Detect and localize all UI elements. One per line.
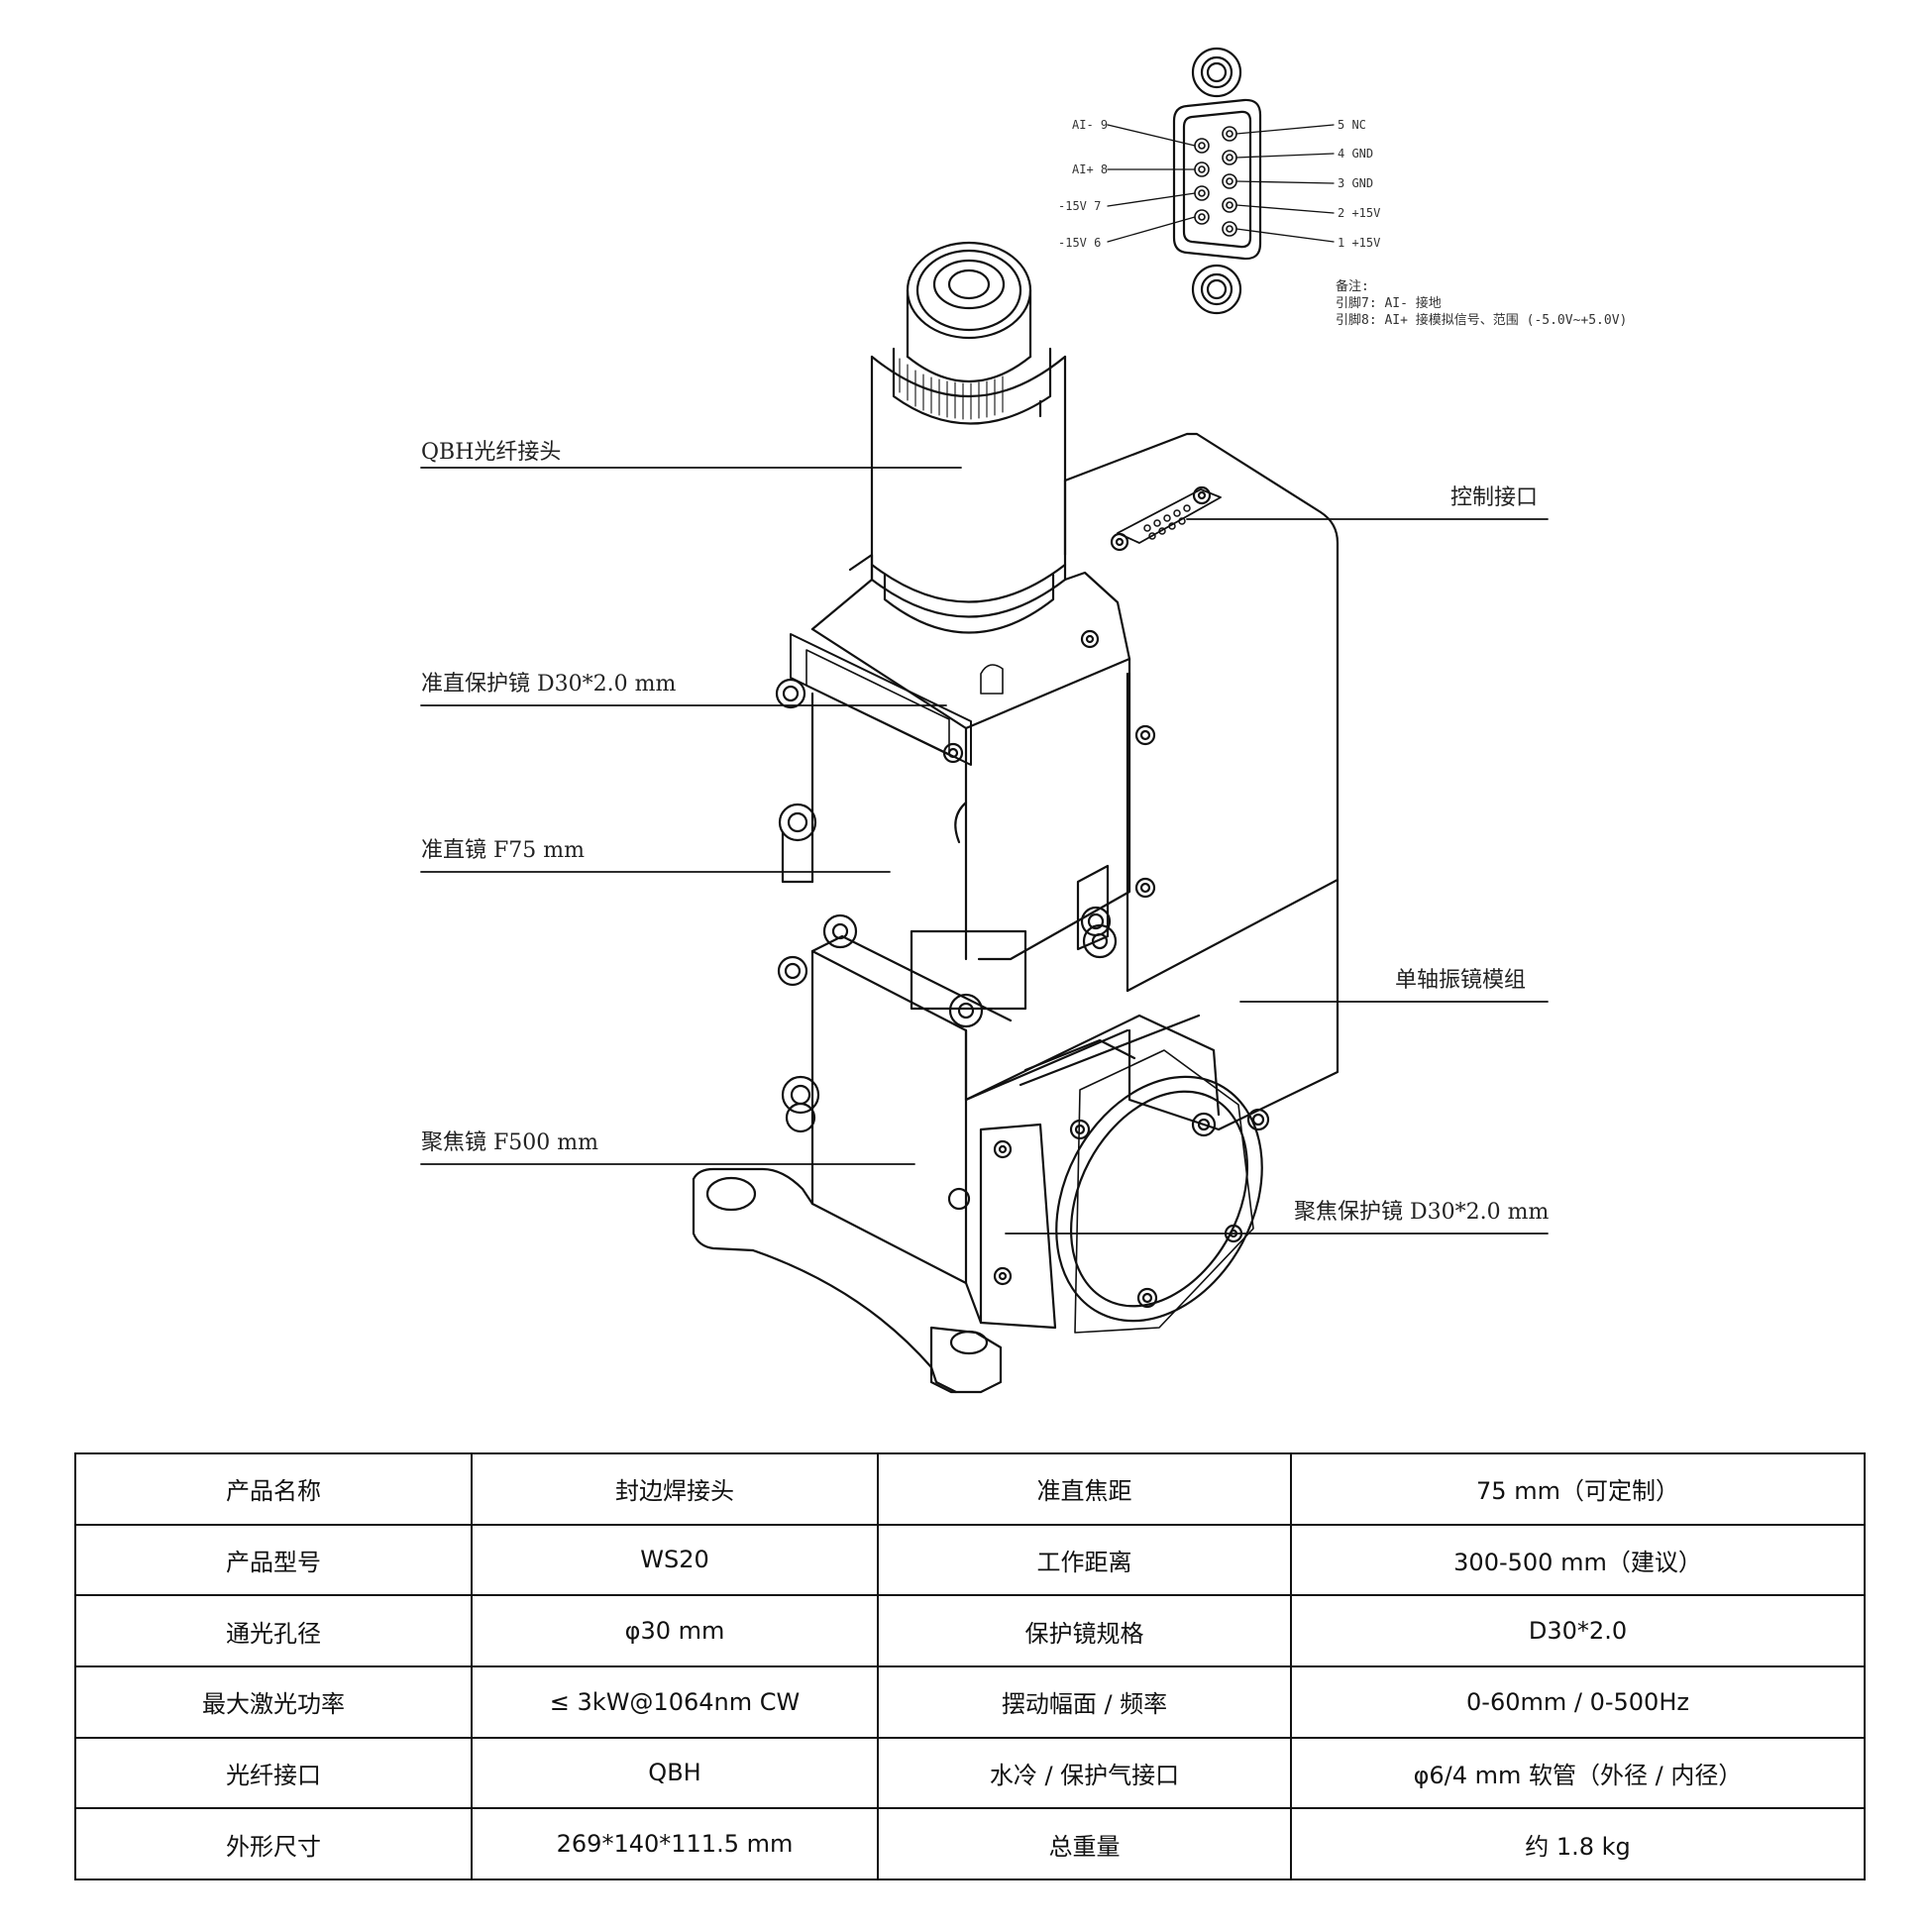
collimation-block: [775, 553, 1131, 1011]
spec-label-cell: 总重量: [877, 1807, 1292, 1880]
callout-focus-protective-lens: 聚焦保护镜 D30*2.0 mm: [1294, 1200, 1550, 1225]
spec-value-cell: 75 mm（可定制）: [1290, 1452, 1866, 1526]
spec-value-cell: φ30 mm: [471, 1594, 879, 1667]
spec-value-cell: φ6/4 mm 软管（外径 / 内径）: [1290, 1736, 1866, 1810]
spec-value-cell: 0-60mm / 0-500Hz: [1290, 1664, 1866, 1739]
spec-label-cell: 产品型号: [74, 1523, 473, 1597]
pin-label-2: 2 +15V: [1338, 206, 1381, 220]
spec-label-cell: 准直焦距: [877, 1452, 1292, 1526]
spec-value-cell: 269*140*111.5 mm: [471, 1807, 879, 1880]
pin-label-4: 4 GND: [1338, 147, 1374, 161]
spec-label-cell: 外形尺寸: [74, 1807, 473, 1880]
spec-value-cell: 300-500 mm（建议）: [1290, 1523, 1866, 1597]
focus-block: [777, 913, 1270, 1334]
pin-label-9: AI- 9: [1072, 118, 1109, 132]
laser-head-line-drawing: [420, 47, 1549, 1394]
callout-leaders: [420, 467, 1549, 1234]
pin-label-8: AI+ 8: [1072, 162, 1109, 176]
spec-value-cell: ≤ 3kW@1064nm CW: [471, 1664, 879, 1739]
pin-label-6: -15V 6: [1058, 236, 1102, 250]
dsub-connector-diagram: [1107, 47, 1335, 315]
pin-label-7: -15V 7: [1058, 199, 1102, 213]
spec-label-cell: 摆动幅面 / 频率: [877, 1664, 1292, 1739]
spec-label-cell: 保护镜规格: [877, 1594, 1292, 1667]
spec-label-cell: 通光孔径: [74, 1594, 473, 1667]
callout-collimator-protective-lens: 准直保护镜 D30*2.0 mm: [421, 672, 677, 697]
spec-label-cell: 产品名称: [74, 1452, 473, 1526]
qbh-connector-drawing: [870, 241, 1067, 634]
spec-value-cell: D30*2.0: [1290, 1594, 1866, 1667]
connector-note-pin8: 引脚8: AI+ 接模拟信号、范围 (-5.0V~+5.0V): [1336, 313, 1628, 328]
mounting-bracket: [692, 1167, 1003, 1394]
connector-note-pin7: 引脚7: AI- 接地: [1336, 296, 1442, 311]
spec-value-cell: 约 1.8 kg: [1290, 1807, 1866, 1880]
pin-label-1: 1 +15V: [1338, 236, 1381, 250]
callout-focus-lens: 聚焦镜 F500 mm: [421, 1130, 598, 1155]
connector-note-heading: 备注:: [1336, 279, 1369, 294]
callout-control-port: 控制接口: [1450, 485, 1539, 510]
spec-label-cell: 水冷 / 保护气接口: [877, 1736, 1292, 1810]
spec-value-cell: QBH: [471, 1736, 879, 1810]
technical-drawing: QBH光纤接头 准直保护镜 D30*2.0 mm 准直镜 F75 mm 聚焦镜 …: [420, 47, 1628, 1394]
galvo-module-housing: [1063, 432, 1340, 1131]
spec-value-cell: 封边焊接头: [471, 1452, 879, 1526]
spec-label-cell: 最大激光功率: [74, 1664, 473, 1739]
pin-label-5: 5 NC: [1338, 118, 1366, 132]
callout-qbh-fiber-connector: QBH光纤接头: [421, 440, 562, 465]
pin-label-3: 3 GND: [1338, 176, 1374, 190]
spec-label-cell: 光纤接口: [74, 1736, 473, 1810]
spec-label-cell: 工作距离: [877, 1523, 1292, 1597]
spec-value-cell: WS20: [471, 1523, 879, 1597]
callout-galvo-module: 单轴振镜模组: [1395, 968, 1527, 993]
callout-collimator-lens: 准直镜 F75 mm: [421, 838, 585, 863]
